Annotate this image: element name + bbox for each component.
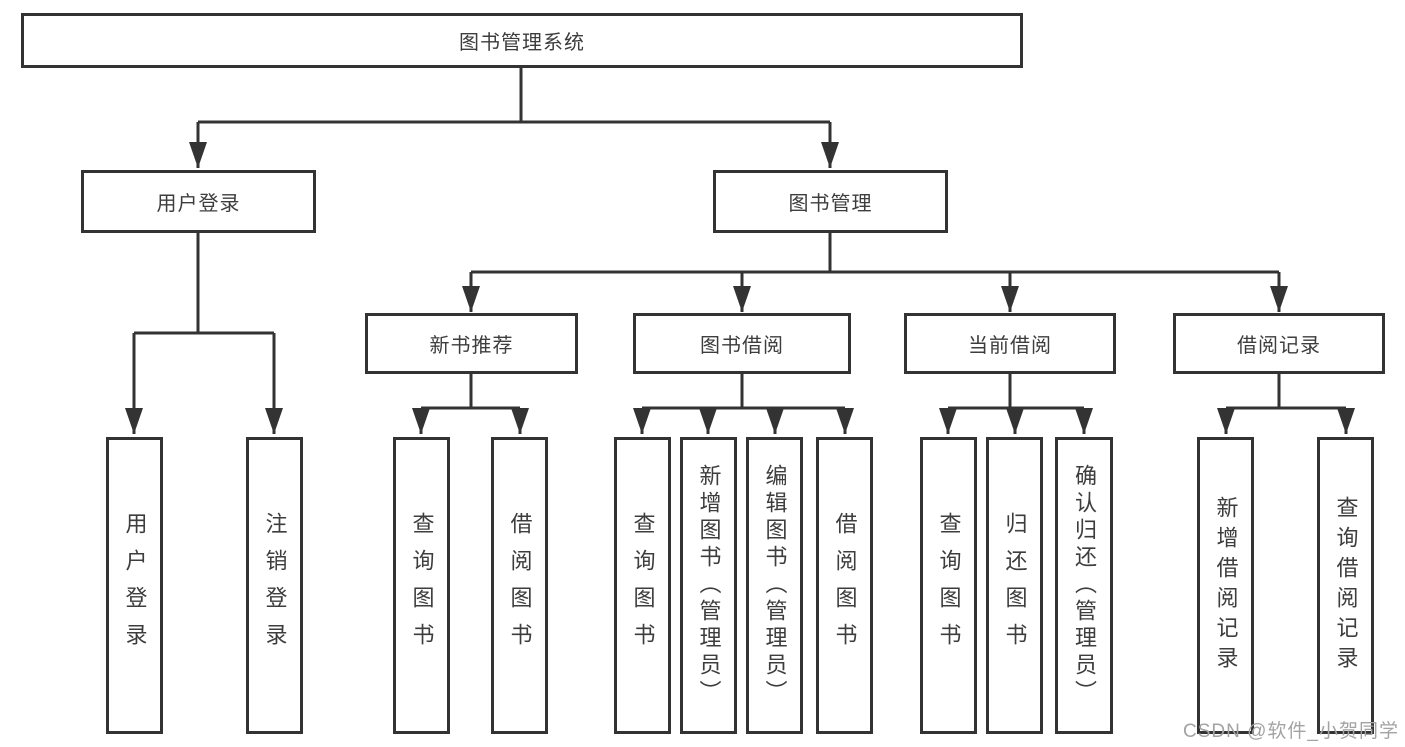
- leaf-add-borrow-record: 新增借阅记录: [1197, 437, 1254, 734]
- node-new-book-recommend: 新书推荐: [365, 313, 578, 374]
- leaf-add-book-admin-label: 新增图书（管理员）: [696, 464, 722, 707]
- leaf-borrow-books-1: 借阅图书: [491, 437, 548, 734]
- node-user-login-label: 用户登录: [156, 193, 241, 215]
- node-book-borrow: 图书借阅: [633, 313, 851, 374]
- node-current-borrow: 当前借阅: [904, 313, 1116, 374]
- node-root-label: 图书管理系统: [459, 32, 585, 54]
- leaf-return-books: 归还图书: [986, 437, 1043, 734]
- leaf-edit-book-admin: 编辑图书（管理员）: [746, 437, 803, 734]
- leaf-query-books-1: 查询图书: [393, 437, 450, 734]
- node-root: 图书管理系统: [21, 13, 1023, 68]
- leaf-query-books-2-label: 查询图书: [630, 511, 656, 660]
- node-user-login: 用户登录: [81, 170, 316, 233]
- csdn-watermark: CSDN @软件_小贺同学: [1183, 721, 1399, 742]
- leaf-query-borrow-record: 查询借阅记录: [1317, 437, 1374, 734]
- leaf-add-borrow-record-label: 新增借阅记录: [1213, 495, 1239, 676]
- leaf-query-borrow-record-label: 查询借阅记录: [1333, 495, 1359, 676]
- leaf-logout-label: 注销登录: [262, 511, 288, 660]
- leaf-return-books-label: 归还图书: [1002, 511, 1028, 660]
- node-book-management-label: 图书管理: [788, 193, 873, 215]
- leaf-edit-book-admin-label: 编辑图书（管理员）: [762, 464, 788, 707]
- node-book-borrow-label: 图书借阅: [700, 335, 784, 357]
- node-current-borrow-label: 当前借阅: [968, 335, 1052, 357]
- leaf-query-books-2: 查询图书: [614, 437, 671, 734]
- leaf-confirm-return-admin-label: 确认归还（管理员）: [1072, 464, 1097, 707]
- node-new-book-recommend-label: 新书推荐: [429, 335, 514, 357]
- leaf-add-book-admin: 新增图书（管理员）: [680, 437, 737, 734]
- leaf-borrow-books-2-label: 借阅图书: [832, 511, 858, 660]
- leaf-borrow-books-2: 借阅图书: [816, 437, 873, 734]
- leaf-query-books-3-label: 查询图书: [936, 511, 962, 660]
- leaf-query-books-3: 查询图书: [920, 437, 977, 734]
- node-borrow-records: 借阅记录: [1173, 313, 1385, 374]
- leaf-logout: 注销登录: [246, 437, 303, 734]
- leaf-query-books-1-label: 查询图书: [409, 511, 435, 660]
- leaf-borrow-books-1-label: 借阅图书: [507, 511, 533, 660]
- node-book-management: 图书管理: [713, 170, 948, 233]
- leaf-user-login-label: 用户登录: [122, 511, 148, 660]
- node-borrow-records-label: 借阅记录: [1237, 335, 1321, 357]
- leaf-user-login: 用户登录: [106, 437, 163, 734]
- leaf-confirm-return-admin: 确认归还（管理员）: [1055, 437, 1113, 734]
